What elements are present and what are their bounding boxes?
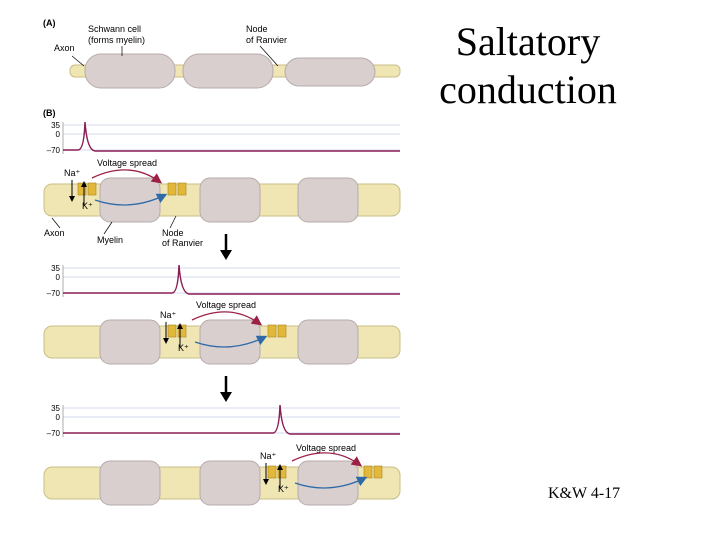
slide-title-line-2: conduction	[439, 67, 617, 112]
myelin-1b	[199, 177, 261, 223]
stage-3: 35 0 –70 Voltage spread Na⁺ K⁺	[43, 404, 401, 506]
tick-minus-70: –70	[47, 289, 61, 298]
channel-2b	[177, 324, 187, 338]
schwann-cell-3	[284, 57, 376, 87]
tick-35: 35	[51, 264, 60, 273]
axon-segment-1	[43, 169, 401, 223]
na-label-1: Na⁺	[64, 168, 81, 178]
channel-3b	[277, 465, 287, 479]
channel-1d	[177, 182, 187, 196]
stage-2: 35 0 –70 Voltage spread Na⁺ K⁺	[43, 264, 401, 365]
panel-a-letter: (A)	[43, 18, 56, 28]
down-arrow-2	[220, 376, 232, 402]
schwann-cell-sublabel: (forms myelin)	[88, 35, 145, 45]
schwann-cell-2	[182, 53, 274, 89]
stage-1: 35 0 –70 Voltage spread Na⁺ K⁺ Axon Myel…	[43, 121, 401, 248]
channel-3d	[373, 465, 383, 479]
axon-label-b: Axon	[44, 228, 65, 238]
myelin-3c	[297, 460, 359, 506]
voltage-plot-1: 35 0 –70	[47, 121, 400, 155]
schwann-cell-label: Schwann cell	[88, 24, 141, 34]
channel-1a	[77, 182, 87, 196]
voltage-plot-2: 35 0 –70	[47, 264, 400, 298]
voltage-plot-3: 35 0 –70	[47, 404, 400, 438]
schwann-cell-1	[84, 53, 176, 89]
voltage-spread-label-2: Voltage spread	[196, 300, 256, 310]
myelin-label-b: Myelin	[97, 235, 123, 245]
node-label-a: Node	[246, 24, 268, 34]
axon-label-a: Axon	[54, 43, 75, 53]
channel-1c	[167, 182, 177, 196]
source-caption: K&W 4-17	[548, 485, 621, 502]
na-label-3: Na⁺	[260, 451, 277, 461]
tick-35: 35	[51, 121, 60, 130]
myelin-3a	[99, 460, 161, 506]
channel-2a	[167, 324, 177, 338]
k-label-1: K⁺	[82, 201, 93, 211]
slide-title: Saltatory conduction	[418, 18, 638, 114]
axon-segment-3	[43, 452, 401, 506]
tick-minus-70: –70	[47, 429, 61, 438]
slide-title-line-1: Saltatory	[455, 19, 601, 64]
node-sublabel-a: of Ranvier	[246, 35, 287, 45]
myelin-3b	[199, 460, 261, 506]
voltage-spread-label-3: Voltage spread	[296, 443, 356, 453]
node-label-b: Node	[162, 228, 184, 238]
tick-0: 0	[56, 413, 61, 422]
myelin-2c	[297, 319, 359, 365]
tick-minus-70: –70	[47, 146, 61, 155]
action-potential-trace-3	[63, 404, 400, 435]
k-label-2: K⁺	[178, 343, 189, 353]
channel-3c	[363, 465, 373, 479]
tick-0: 0	[56, 273, 61, 282]
tick-0: 0	[56, 130, 61, 139]
channel-2d	[277, 324, 287, 338]
axon-segment-2	[43, 311, 401, 365]
myelin-1c	[297, 177, 359, 223]
action-potential-trace-1	[63, 121, 400, 152]
node-sublabel-b: of Ranvier	[162, 238, 203, 248]
k-label-3: K⁺	[278, 484, 289, 494]
channel-3a	[267, 465, 277, 479]
down-arrow-1	[220, 234, 232, 260]
channel-1b	[87, 182, 97, 196]
tick-35: 35	[51, 404, 60, 413]
action-potential-trace-2	[63, 264, 400, 295]
channel-2c	[267, 324, 277, 338]
panel-b-letter: (B)	[43, 108, 56, 118]
myelin-2a	[99, 319, 161, 365]
panel-a-axon	[69, 45, 401, 89]
na-label-2: Na⁺	[160, 310, 177, 320]
voltage-spread-label-1: Voltage spread	[97, 158, 157, 168]
